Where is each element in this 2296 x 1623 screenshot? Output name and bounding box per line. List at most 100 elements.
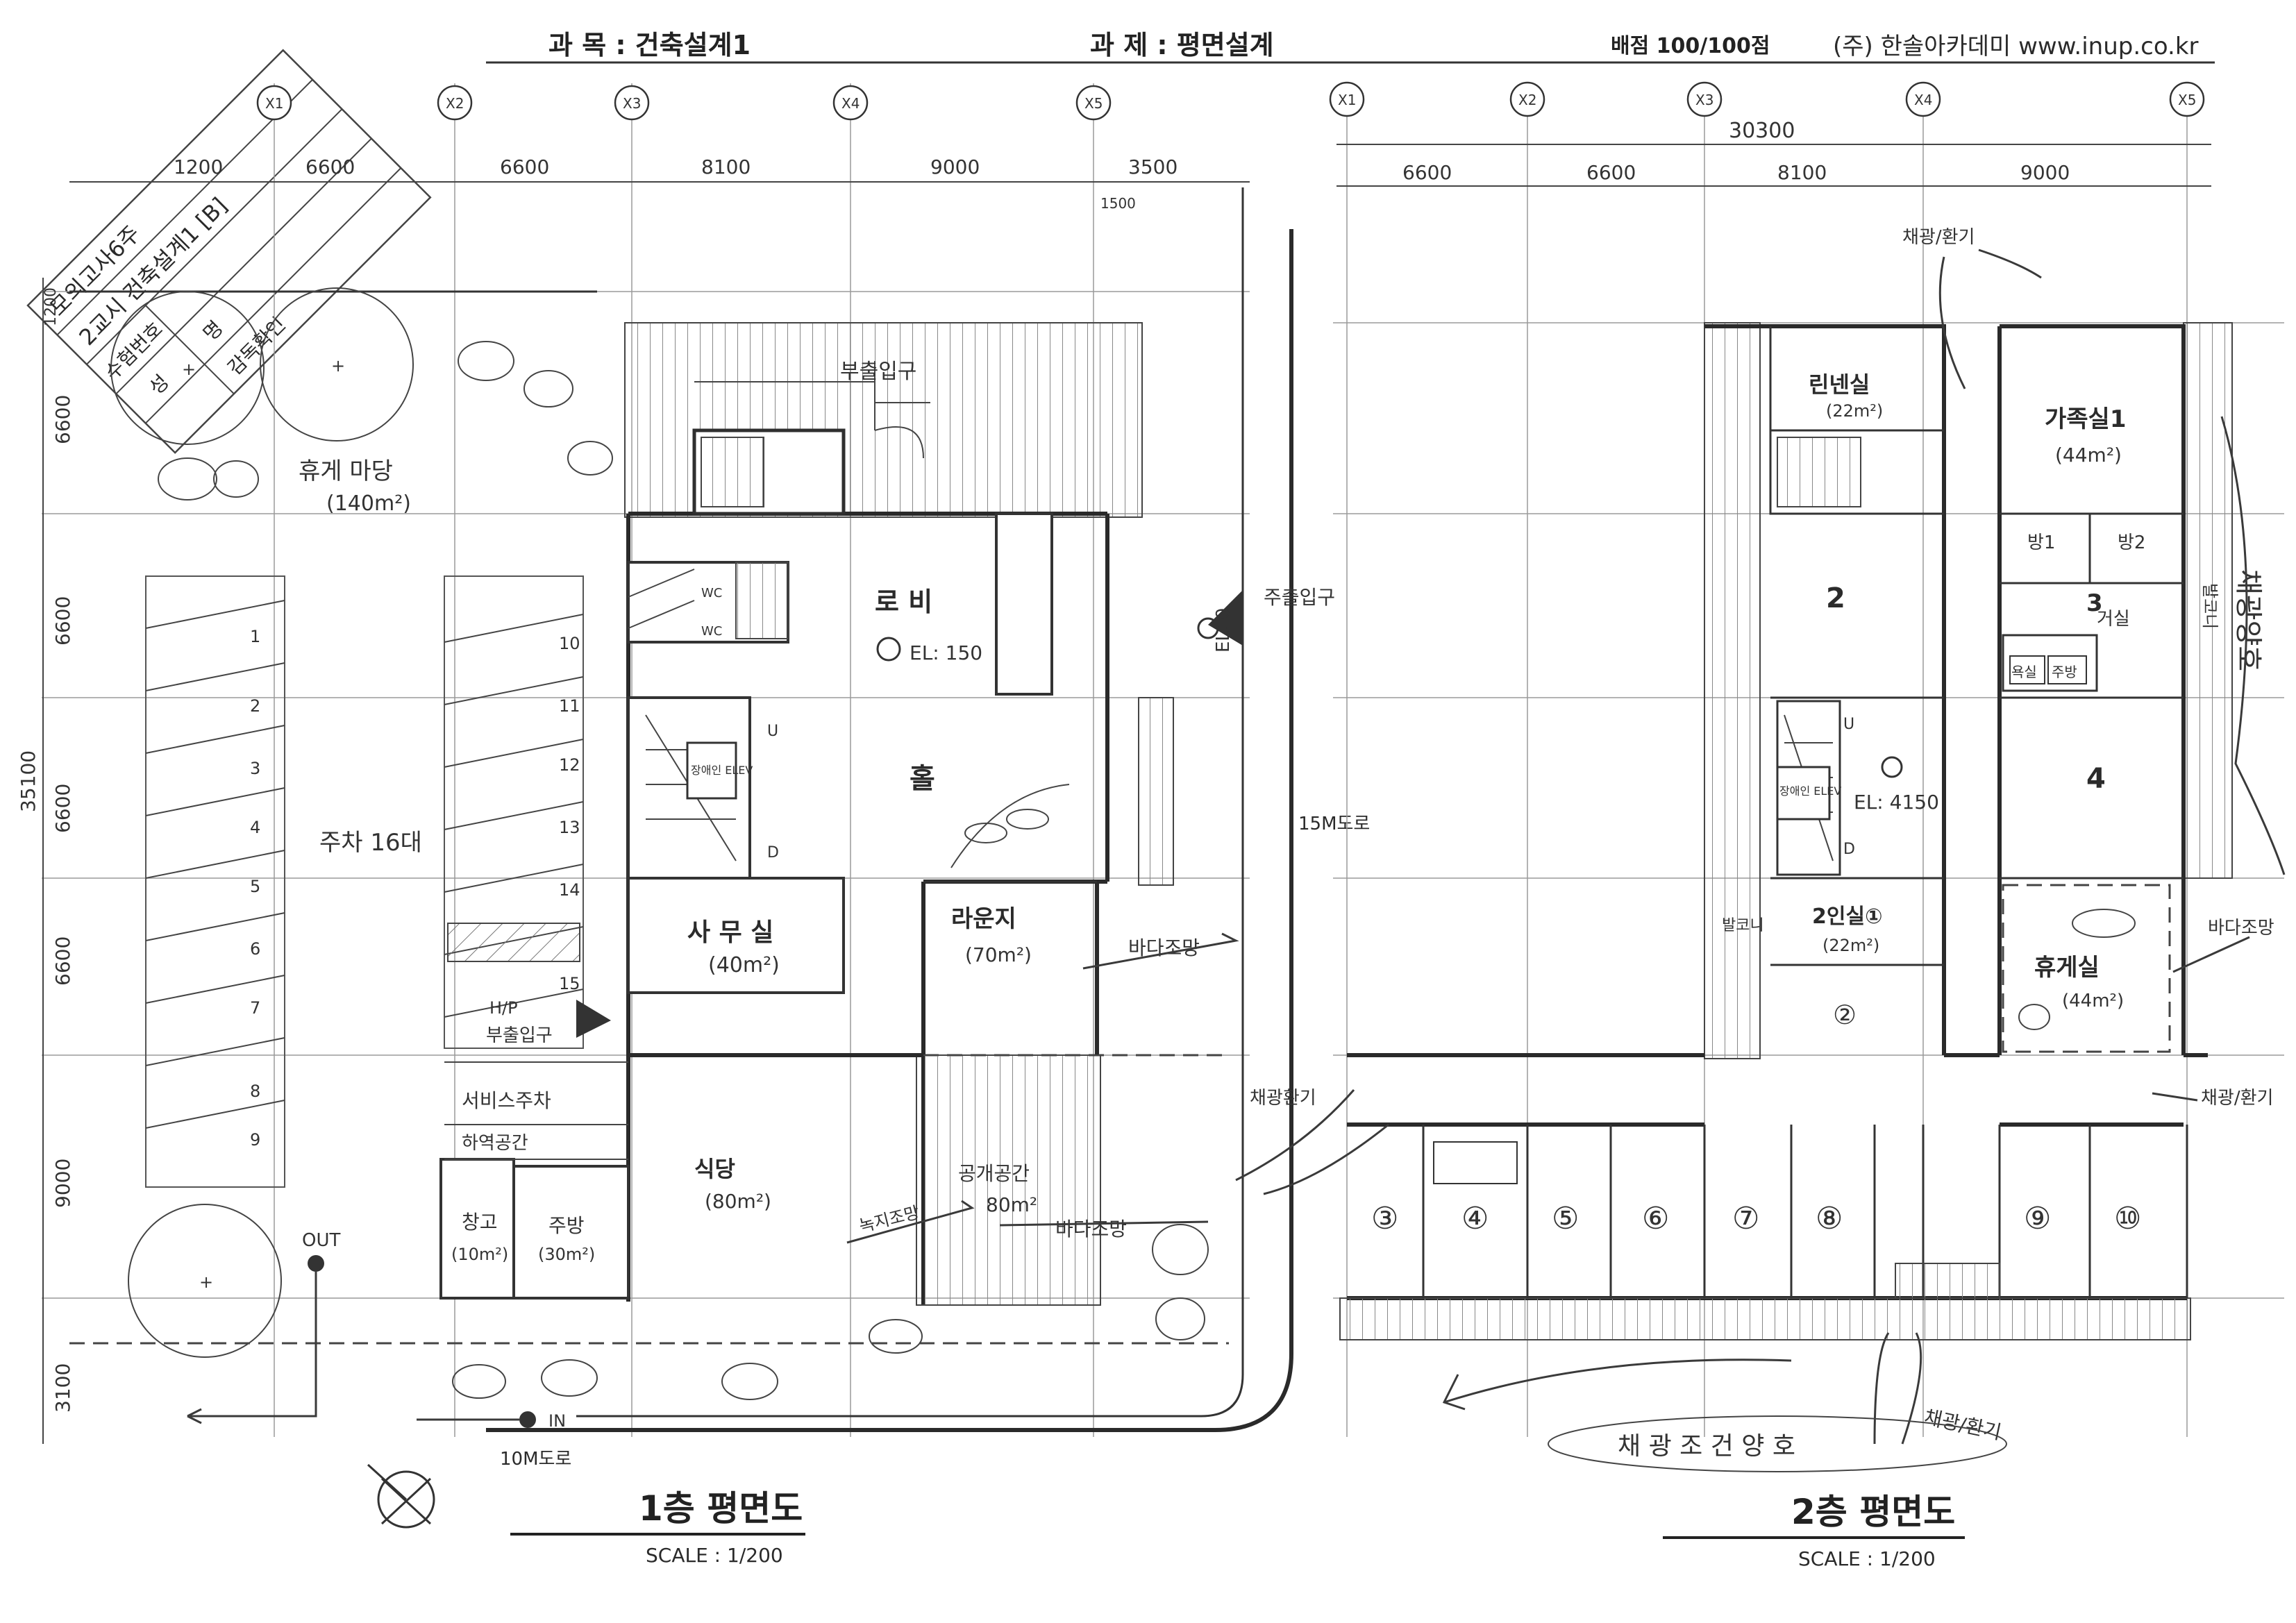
plan2-axis-bubbles: X1 X2 X3 X4 X5 [1329,81,2205,117]
plan1-room-labels: 부출입구 로 비 EL: 150 주출입구 EL: 0 홀 U D 사 무 실 … [187,360,1335,1431]
hall-label: 홀 [910,763,935,795]
good-light-1: 채광양호 [2232,569,2264,671]
light-vent-3: 채광/환기 [2201,1088,2273,1109]
unit-number-9: ⑨ [2024,1201,2051,1236]
svg-text:+: + [331,356,345,376]
light-vent-2: 채광환기 [1250,1088,1316,1109]
kitchen-label: 주방 [548,1214,585,1237]
north-arrow-icon [367,1463,435,1529]
road-south-label: 10M도로 [500,1449,571,1470]
parking-label: 주차 16대 [319,829,422,857]
plan2-title-block: 2층 평면도 SCALE : 1/200 [1663,1492,1965,1570]
parking-num-12: 12 [559,755,580,775]
company-text: (주) 한솔아카데미 www.inup.co.kr [1833,33,2199,60]
room-2-label: 방2 [2118,532,2145,553]
storage-label: 창고 [462,1211,498,1234]
sea-view-label: 바다조망 [1128,936,1200,959]
public-area-label: 80m² [986,1193,1037,1216]
plan2-stair-down: D [1843,841,1855,858]
plan1-top-dims: 1200 6600 6600 8100 9000 3500 1500 [69,155,1250,212]
sub-entry-label: 부출입구 [486,1025,553,1046]
parking-num-8: 8 [250,1082,260,1101]
in-label: IN [548,1411,566,1431]
out-label: OUT [302,1230,340,1251]
plan1-axis-x4: X4 [841,95,860,112]
plan1-dim-left-4: 6600 [51,936,74,986]
unit-number-5: ⑤ [1552,1201,1579,1236]
public-space-label: 공개공간 [958,1162,1030,1185]
plan1-scale: SCALE : 1/200 [646,1544,783,1567]
plan1-axis-bubbles: X1 X2 X3 X4 X5 [256,85,1112,121]
plan1-dim-top-4: 9000 [930,155,980,178]
parking-num-6: 6 [250,939,260,959]
plan2-el-label: EL: 4150 [1854,791,1939,814]
unit-4-label: 4 [2086,763,2106,795]
sea-view-label-2: 바다조망 [1055,1218,1127,1241]
plan2-title: 2층 평면도 [1791,1492,1955,1532]
plan2-dim-2: 8100 [1777,161,1827,184]
bath-label: 욕실 [2011,664,2037,680]
unit-number-3: ③ [1371,1201,1398,1236]
parking-num-3: 3 [250,759,260,778]
plan1-rest-yard: 휴게 마당 (140m²) [299,457,411,516]
plan1-title: 1층 평면도 [639,1488,803,1529]
stair-up-1: U [767,723,778,740]
plan1-parking: 주차 16대 1 2 3 4 5 6 7 8 9 10 11 12 13 14 … [145,575,584,1188]
plan1-dim-left-2: 6600 [51,596,74,646]
parking-num-7: 7 [250,998,260,1018]
lounge-area: (70m²) [965,943,1032,966]
parking-num-2: 2 [250,696,260,716]
task-text: 과 제 : 평면설계 [1090,30,1274,60]
parking-num-4: 4 [250,818,260,837]
sea-view-plan2: 바다조망 [2208,918,2274,939]
elevator-label: 장애인 ELEV [691,764,753,777]
el-zero-label: EL: 0 [1213,608,1234,653]
plan1-dim-left-1: 6600 [51,395,74,444]
office-label: 사 무 실 [687,918,773,947]
service-parking-label: 서비스주차 [462,1089,551,1112]
plan1-left-dims: 1200 6600 6600 35100 6600 6600 9000 3100 [17,278,74,1444]
parking-num-15: 15 [559,974,580,993]
header-bar: 과 목 : 건축설계1 과 제 : 평면설계 배점 100/100점 (주) 한… [486,30,2215,64]
lounge-label: 라운지 [951,905,1016,933]
parking-num-1: 1 [250,627,260,646]
parking-num-11: 11 [559,696,580,716]
dining-label: 식당 [694,1156,735,1182]
plan2-dim-3: 9000 [2020,161,2070,184]
lobby-el: EL: 150 [910,641,982,664]
plan1-dim-left-5: 9000 [51,1159,74,1208]
light-vent-4: 채광/환기 [1922,1406,2004,1445]
plan2-axis-x1: X1 [1338,92,1356,108]
kitchen2-label: 주방 [2052,664,2077,680]
parking-num-5: 5 [250,877,260,896]
hp-label: H/P [489,998,518,1018]
storage-area: (10m²) [451,1245,508,1264]
plan1-dim-left-0: 1200 [42,287,60,326]
light-vent-1: 채광/환기 [1902,227,1975,248]
main-entry-label: 주출입구 [1264,586,1335,609]
plan1-dim-left-3: 6600 [51,784,74,833]
balcony-west-label: 발코니 [1722,917,1764,934]
unit-number-4: ④ [1461,1201,1489,1236]
plan2-axis-x2: X2 [1518,92,1536,108]
plan1-title-block: 1층 평면도 SCALE : 1/200 [510,1488,805,1567]
room-2b-label: ② [1833,1000,1857,1030]
parking-num-13: 13 [559,818,580,837]
plan1-dim-top-2: 6600 [500,155,549,178]
unit-number-10: ⑩ [2114,1201,2141,1236]
subject-text: 과 목 : 건축설계1 [548,30,751,60]
plan1-axis-x1: X1 [265,95,283,112]
plan1-building: WC WC 장애인 ELEV [439,322,1174,1306]
plan1-dim-top-0: 1200 [174,155,223,178]
plan1-axis-x3: X3 [623,95,641,112]
kitchen-area: (30m²) [538,1245,595,1264]
plan2-axis-x4: X4 [1914,92,1932,108]
linen-area: (22m²) [1826,401,1883,421]
unit-3-label: 3 [2086,589,2103,617]
plan1-dim-left-6: 3100 [51,1363,74,1413]
parking-num-14: 14 [559,880,580,900]
plan2-dim-0: 6600 [1402,161,1452,184]
unit-number-6: ⑥ [1642,1201,1669,1236]
plan1-dim-total: 35100 [17,750,40,812]
parking-num-10: 10 [559,634,580,653]
